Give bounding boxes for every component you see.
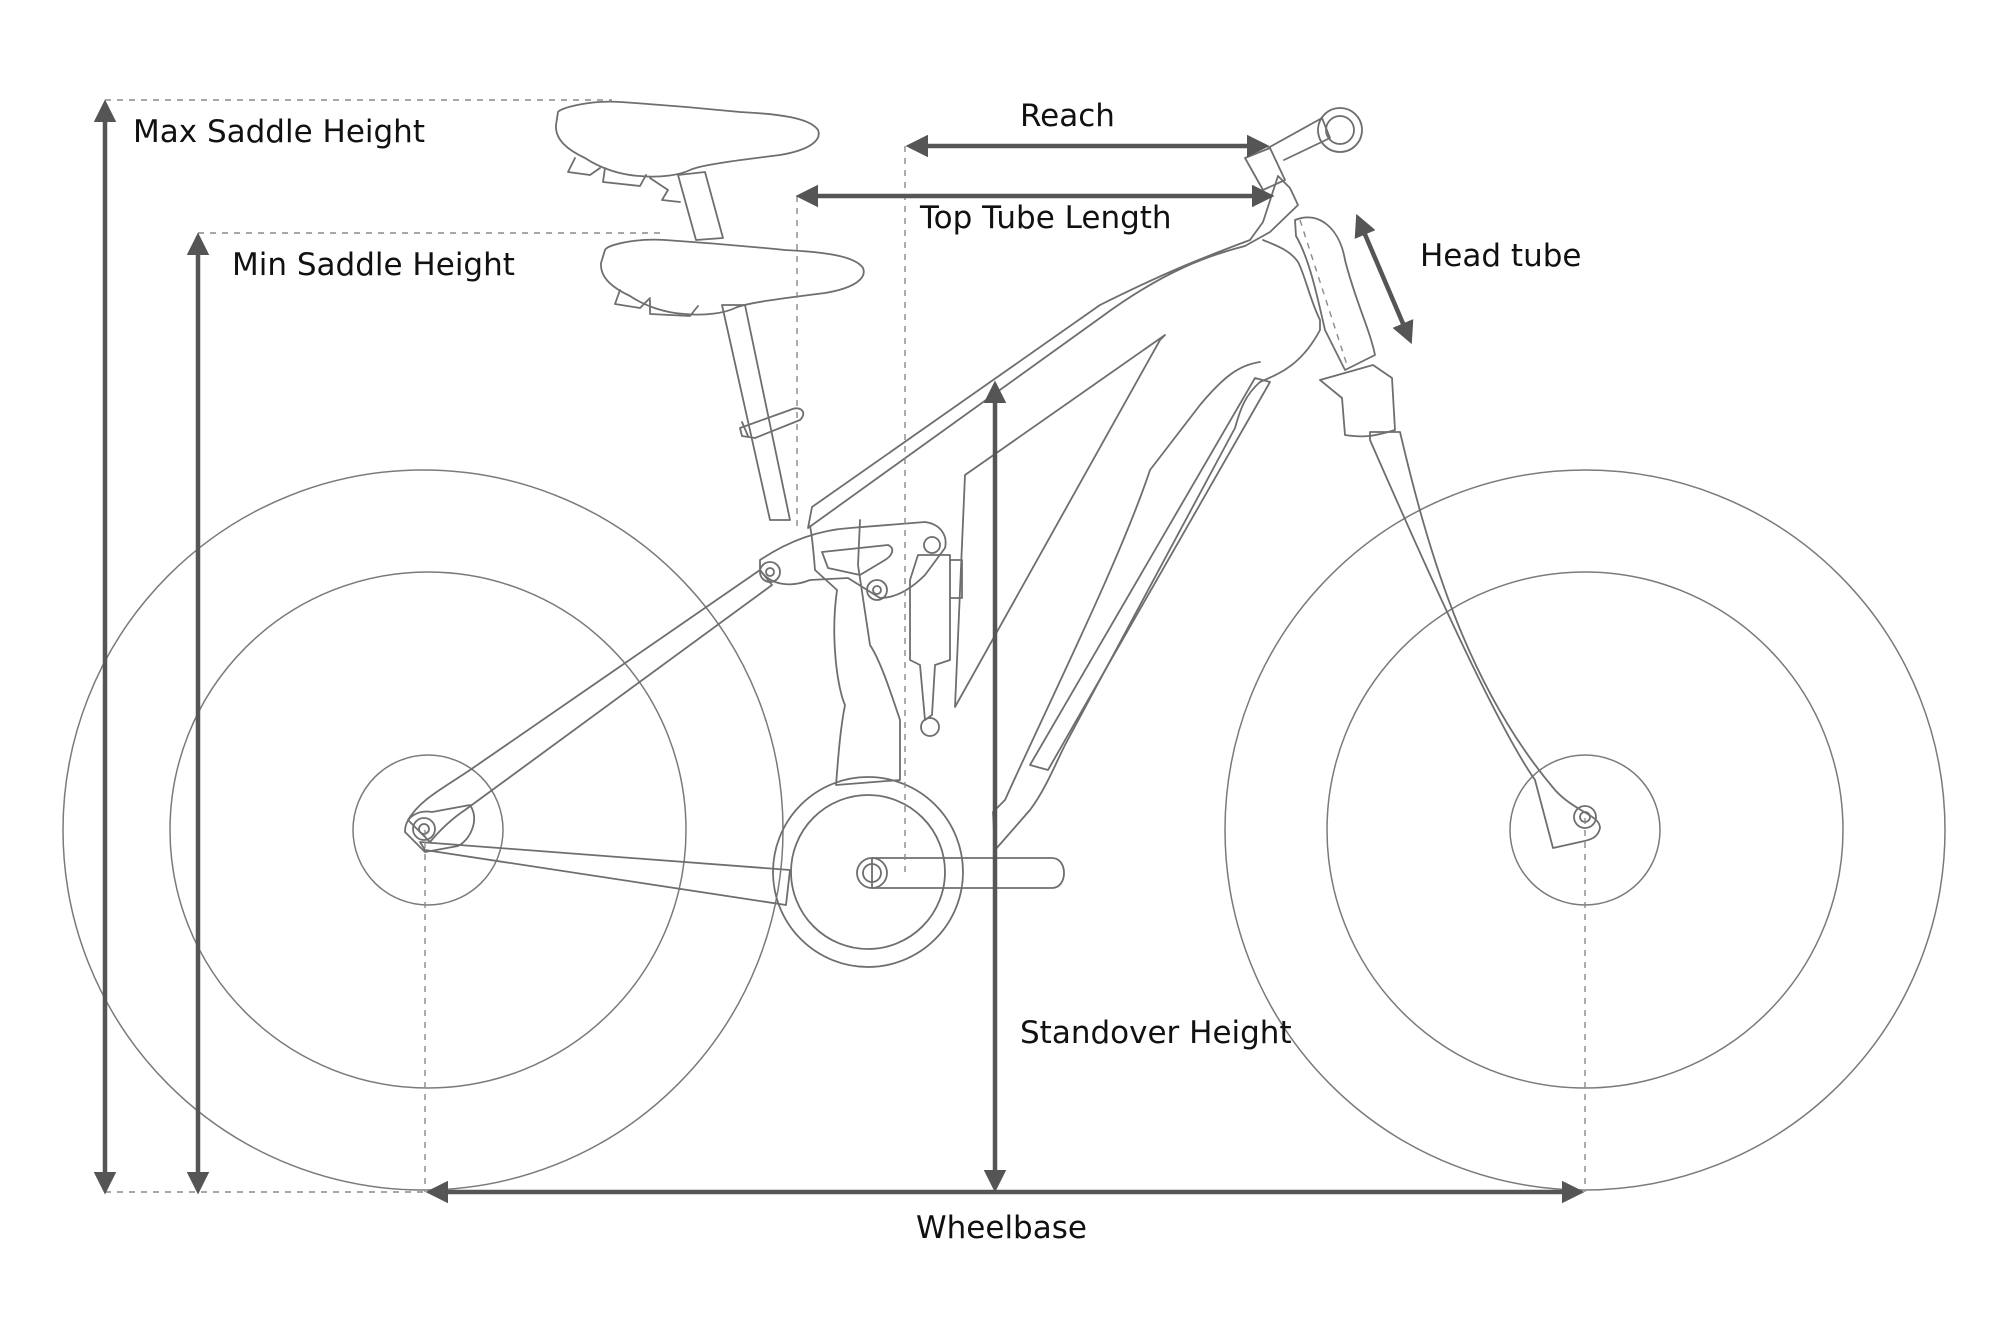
handlebar	[1317, 107, 1363, 153]
drivetrain	[772, 776, 1065, 968]
rear-rim	[169, 571, 687, 1089]
crank-arm	[871, 857, 1065, 889]
rear-wheel	[62, 469, 784, 1191]
dimension-arrows	[93, 99, 1585, 1204]
front-axle	[1573, 805, 1597, 829]
min-saddle-height-label: Min Saddle Height	[232, 247, 515, 283]
main-frame-outline	[807, 175, 1299, 529]
rocker-link	[759, 521, 947, 599]
head-tube-label: Head tube	[1420, 238, 1581, 274]
chainring	[772, 776, 964, 968]
top-tube-cutout	[954, 334, 1166, 708]
reference-lines	[105, 99, 1586, 1193]
dropout	[404, 804, 475, 853]
reach-label: Reach	[1020, 98, 1115, 134]
rear-tire-outer	[62, 469, 784, 1191]
rocker-cutout	[821, 544, 894, 576]
headset	[1319, 364, 1396, 438]
standover-height-label: Standover Height	[1020, 1015, 1292, 1051]
min-saddle-shape	[600, 238, 865, 316]
head-tube-body	[1294, 216, 1376, 371]
head-tube-arrow	[1354, 213, 1414, 345]
down-tube-outline	[992, 239, 1321, 851]
fork-and-stem	[1244, 107, 1601, 849]
seat-stay	[407, 569, 773, 843]
dimension-labels: Max Saddle Height Min Saddle Height Reac…	[133, 98, 1581, 1246]
down-tube-inner-edge	[1029, 377, 1271, 771]
max-saddle	[555, 100, 820, 203]
shock-body	[909, 554, 951, 721]
fork-leg	[1369, 431, 1601, 849]
chain-stay	[419, 841, 791, 906]
seat-tube	[809, 519, 901, 786]
rear-suspension	[404, 521, 963, 906]
stem	[1244, 147, 1286, 191]
wheelbase-label: Wheelbase	[916, 1210, 1087, 1246]
max-saddle-shape	[555, 100, 820, 178]
max-saddle-height-label: Max Saddle Height	[133, 114, 425, 150]
rear-hub	[352, 754, 504, 906]
seatpost	[721, 304, 791, 521]
min-saddle	[600, 238, 865, 317]
seatpost-upper	[677, 171, 724, 241]
top-tube-length-label: Top Tube Length	[919, 200, 1172, 236]
seatpost-clamp	[739, 407, 805, 439]
rear-axle	[412, 817, 436, 841]
bike-frame	[677, 171, 1321, 851]
